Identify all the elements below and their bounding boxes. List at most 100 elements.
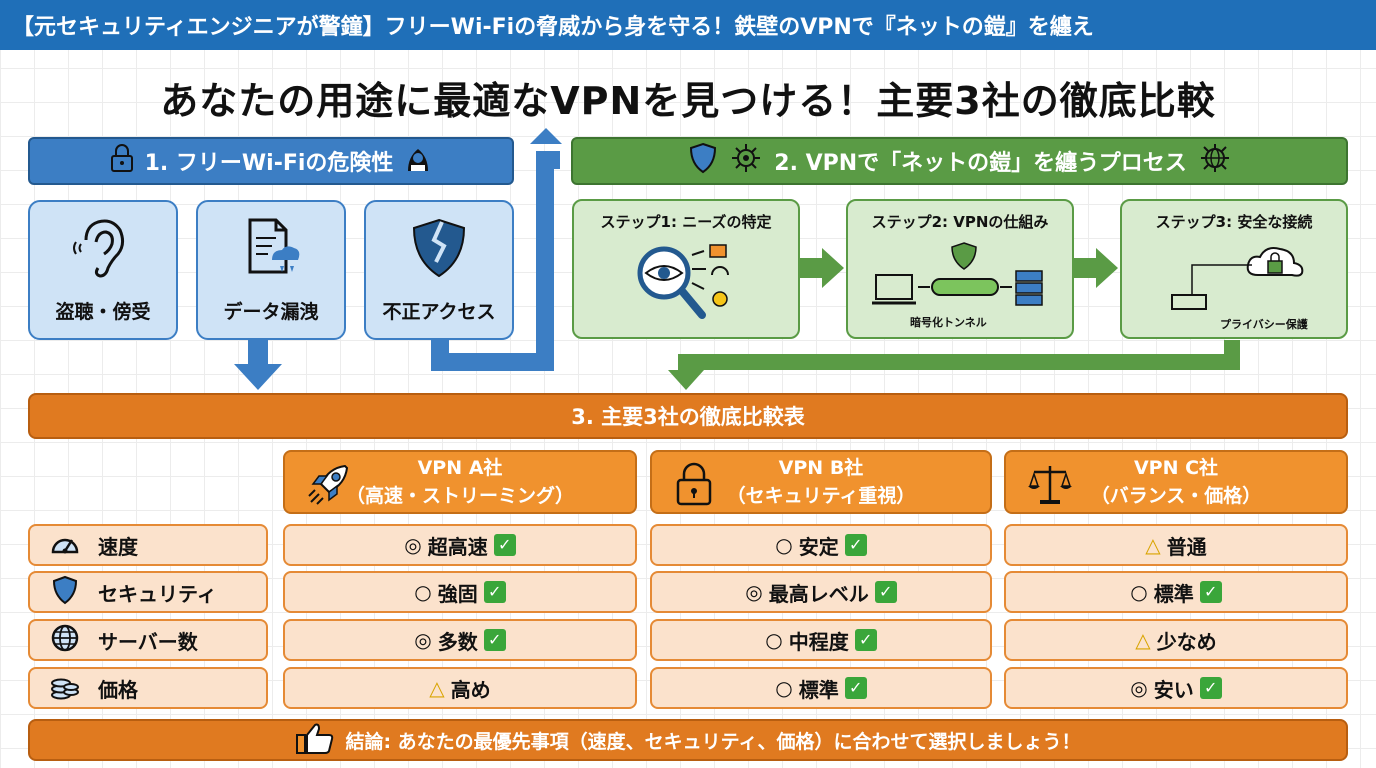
rating-mark: ◎ [745, 580, 763, 604]
rating-mark: △ [1135, 628, 1151, 652]
page-title: あなたの用途に最適なVPNを見つける！主要3社の徹底比較 [160, 79, 1216, 123]
column-header-vpn-a: VPN A社 （高速・ストリーミング） [283, 450, 637, 514]
section1-title: 1. フリーWi-Fiの危険性 [144, 151, 394, 176]
risk-label: データ漏洩 [223, 301, 319, 323]
check-icon: ✓ [854, 629, 877, 651]
rating-mark: ○ [775, 533, 793, 557]
rating-text: 普通 [1166, 534, 1207, 559]
step-card-2: ステップ2: VPNの仕組み 暗号化トンネル [846, 199, 1074, 339]
arrow-head-right-blue [530, 128, 562, 144]
check-icon: ✓ [844, 677, 867, 699]
rating-mark: ○ [414, 580, 432, 604]
rating-text: 少なめ [1156, 629, 1217, 654]
step-card-3: ステップ3: 安全な接続 プライバシー保護 [1120, 199, 1348, 339]
table-cell: ○標準✓ [1004, 571, 1348, 613]
check-icon: ✓ [483, 629, 506, 651]
table-cell: ○強固✓ [283, 571, 637, 613]
row-header-servers: サーバー数 [28, 619, 268, 661]
row-header-speed: 速度 [28, 524, 268, 566]
column-subtitle: （セキュリティ重視） [726, 485, 916, 507]
step-label: ステップ3: 安全な接続 [1155, 213, 1313, 231]
rating-text: 最高レベル [768, 581, 869, 606]
step-caption: 暗号化トンネル [910, 316, 987, 329]
thumbs-up-icon [295, 721, 335, 760]
arrow-step2-step3 [1074, 248, 1118, 288]
row-label: サーバー数 [98, 629, 198, 654]
speedometer-icon [50, 530, 80, 561]
rating-text: 安定 [798, 534, 839, 559]
rating-text: 高め [450, 677, 491, 702]
rating-mark: ◎ [404, 533, 422, 557]
rocket-icon [305, 460, 353, 516]
coins-icon [50, 671, 80, 706]
rating-mark: ◎ [414, 628, 432, 652]
rating-text: 標準 [1153, 581, 1194, 606]
shield-icon [50, 575, 80, 610]
rating-text: 超高速 [427, 534, 488, 559]
check-icon: ✓ [844, 534, 867, 556]
table-cell: △少なめ [1004, 619, 1348, 661]
top-banner: 【元セキュリティエンジニアが警鐘】フリーWi-Fiの脅威から身を守る！鉄壁のVP… [0, 0, 1376, 50]
column-subtitle: （高速・ストリーミング） [345, 485, 574, 507]
risk-label: 不正アクセス [382, 301, 496, 323]
risk-card-eavesdropping: 盗聴・傍受 [28, 200, 178, 340]
table-cell: ○中程度✓ [650, 619, 992, 661]
section3-header: 3. 主要3社の徹底比較表 [28, 393, 1348, 439]
document-leak-icon [236, 216, 306, 284]
section2-title: 2. VPNで「ネットの鎧」を纏うプロセス [774, 151, 1187, 176]
rating-text: 標準 [798, 677, 839, 702]
check-icon: ✓ [493, 534, 516, 556]
section3-title: 3. 主要3社の徹底比較表 [571, 405, 805, 429]
table-cell: △普通 [1004, 524, 1348, 566]
banner-text: 【元セキュリティエンジニアが警鐘】フリーWi-Fiの脅威から身を守る！鉄壁のVP… [12, 15, 1094, 40]
rating-text: 多数 [437, 629, 478, 654]
encryption-tunnel-icon [872, 241, 1052, 313]
check-icon: ✓ [483, 581, 506, 603]
rating-text: 強固 [437, 581, 478, 606]
section1-header: 1. フリーWi-Fiの危険性 [28, 137, 514, 185]
padlock-icon [672, 460, 716, 516]
step-caption: プライバシー保護 [1220, 318, 1308, 331]
table-cell: △高め [283, 667, 637, 709]
arrow-to-process [431, 151, 560, 371]
conclusion-text: 結論: あなたの最優先事項（速度、セキュリティ、価格）に合わせて選択しましょう！ [345, 730, 1081, 753]
check-icon: ✓ [1199, 581, 1222, 603]
risk-label: 盗聴・傍受 [55, 301, 151, 323]
row-label: セキュリティ [98, 581, 217, 606]
arrow-return-to-table [678, 340, 1240, 372]
table-cell: ◎超高速✓ [283, 524, 637, 566]
table-cell: ○標準✓ [650, 667, 992, 709]
table-cell: ◎安い✓ [1004, 667, 1348, 709]
step-label: ステップ1: ニーズの特定 [600, 213, 772, 231]
rating-mark: ○ [775, 676, 793, 700]
step-label: ステップ2: VPNの仕組み [871, 213, 1049, 231]
rating-mark: △ [1145, 533, 1161, 557]
column-header-vpn-b: VPN B社 （セキュリティ重視） [650, 450, 992, 514]
risk-card-unauthorized-access: 不正アクセス [364, 200, 514, 340]
conclusion-bar: 結論: あなたの最優先事項（速度、セキュリティ、価格）に合わせて選択しましょう！ [28, 719, 1348, 761]
lock-icon [109, 143, 135, 179]
table-cell: ◎最高レベル✓ [650, 571, 992, 613]
shield-icon [688, 142, 718, 180]
virus-icon [730, 142, 762, 180]
section2-header: 2. VPNで「ネットの鎧」を纏うプロセス [571, 137, 1348, 185]
cloud-lock-icon [1162, 239, 1312, 319]
step-card-1: ステップ1: ニーズの特定 [572, 199, 800, 339]
check-icon: ✓ [874, 581, 897, 603]
row-header-security: セキュリティ [28, 571, 268, 613]
column-name: VPN C社 [1133, 457, 1219, 479]
rating-mark: ○ [765, 628, 783, 652]
ear-icon [68, 216, 138, 284]
risk-card-data-leak: データ漏洩 [196, 200, 346, 340]
arrow-head-down [234, 364, 282, 390]
column-name: VPN A社 [417, 457, 503, 479]
column-header-vpn-c: VPN C社 （バランス・価格） [1004, 450, 1348, 514]
scales-icon [1026, 460, 1074, 516]
column-subtitle: （バランス・価格） [1090, 485, 1262, 507]
magnifier-eye-icon [630, 239, 740, 335]
hacker-icon [403, 143, 433, 179]
network-icon [1199, 142, 1231, 180]
broken-shield-icon [404, 216, 474, 284]
arrow-step1-step2 [800, 248, 844, 288]
